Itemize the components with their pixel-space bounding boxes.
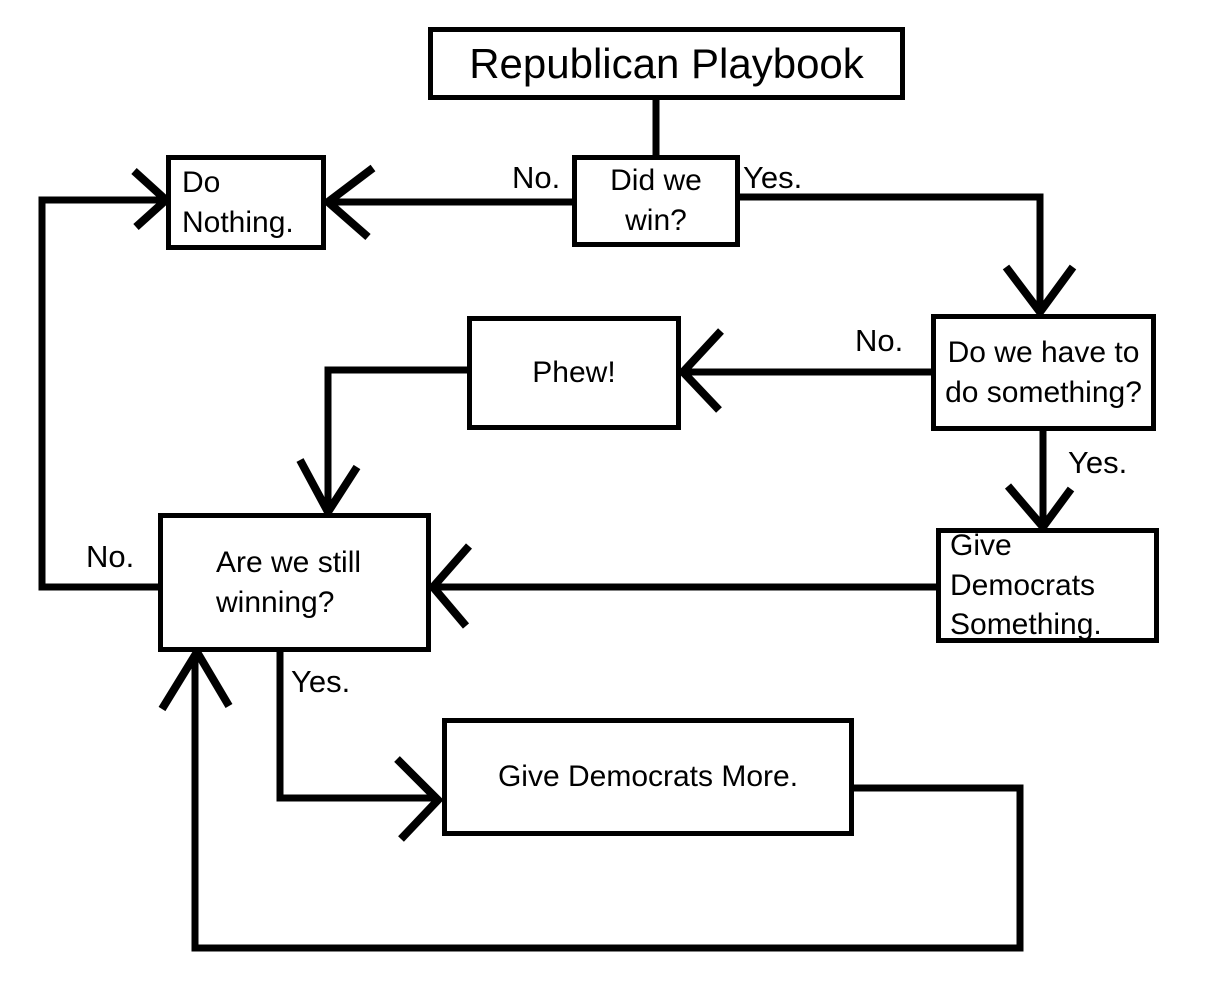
node-do-we-have-to-do-something: Do we have to do something? [931,314,1156,431]
node-did-we-win: Did we win? [572,155,740,247]
edge-label-still-winning-yes: Yes. [291,664,351,699]
edge-did-we-win-no-to-do-nothing [321,164,572,241]
node-give-democrats-something: Give Democrats Something. [936,528,1159,643]
edge-give-democrats-more-loop-to-are-we-still-winning [158,644,1024,952]
flowchart-title-box: Republican Playbook [428,27,905,100]
node-phew: Phew! [467,316,681,430]
arrowhead-down-icon [1004,483,1075,534]
node-give-democrats-more: Give Democrats More. [442,718,854,836]
edge-label-still-winning-no: No. [86,539,135,574]
edge-label-do-something-no: No. [855,323,904,358]
node-are-we-still-winning: Are we still winning? [158,513,431,652]
edge-are-we-still-winning-yes-to-give-democrats-more [276,651,444,842]
edge-label-do-something-yes: Yes. [1068,445,1128,480]
arrowhead-right-icon [394,756,444,842]
edge-give-democrats-something-to-are-we-still-winning [427,543,936,629]
edge-phew-to-are-we-still-winning [296,366,467,520]
edge-do-we-have-to-no-to-phew [677,328,931,413]
edge-label-did-we-win-no: No. [512,160,561,195]
arrowhead-left-icon [427,543,473,629]
edge-did-we-win-yes-to-do-we-have-to [740,193,1077,319]
edge-do-we-have-to-yes-to-give-democrats-something [1004,431,1075,534]
arrowhead-down-icon [296,458,361,520]
arrowhead-left-icon [677,328,724,413]
arrowhead-up-icon [158,644,233,712]
arrowhead-left-icon [321,164,376,241]
arrowhead-down-icon [1002,264,1077,319]
edge-label-did-we-win-yes: Yes. [743,160,803,195]
node-do-nothing: Do Nothing. [166,155,326,250]
edge-are-we-still-winning-no-to-do-nothing [38,168,172,591]
